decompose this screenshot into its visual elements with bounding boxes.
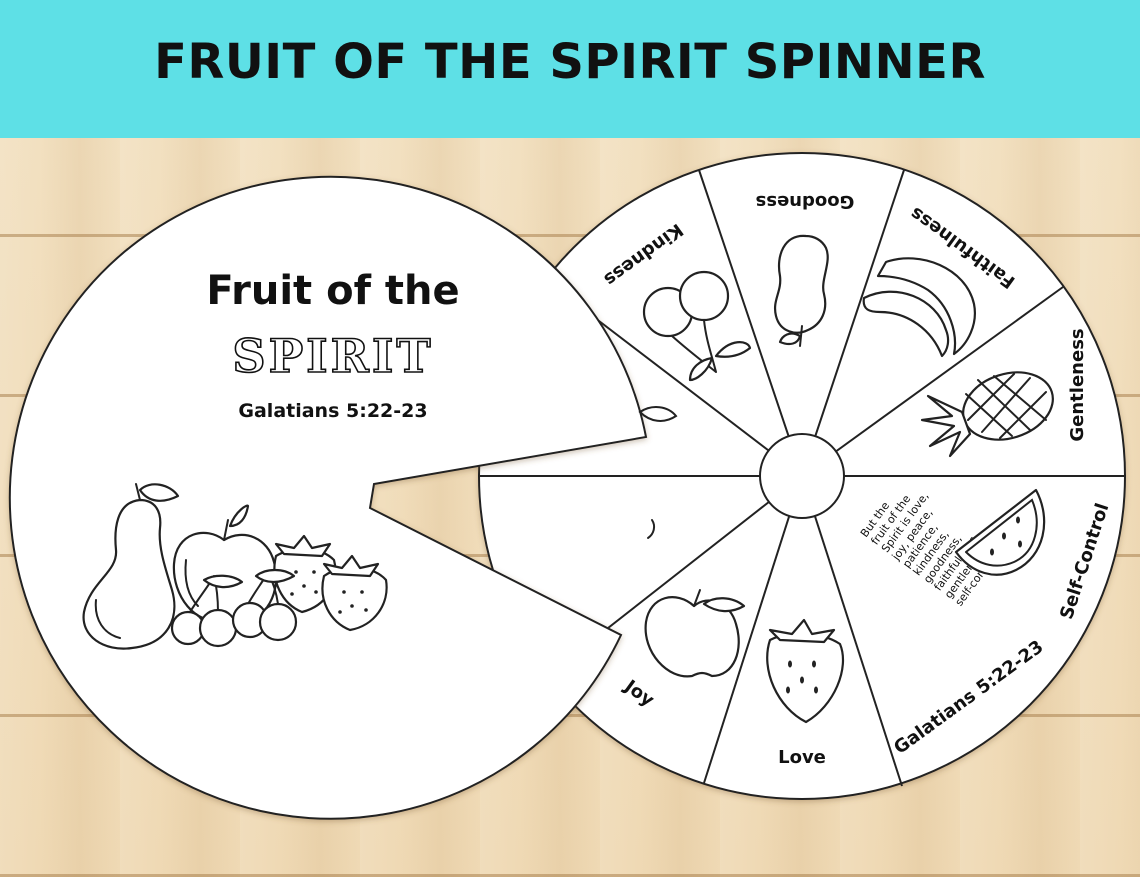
cover-spirit: SPIRIT — [232, 329, 433, 383]
banana-icon — [862, 257, 976, 358]
fruit-group-illustration — [82, 483, 388, 650]
pineapple-icon — [920, 371, 1054, 458]
title-banner: FRUIT OF THE SPIRIT SPINNER — [0, 0, 1140, 138]
apple-icon — [644, 589, 746, 678]
watermelon-icon — [954, 488, 1046, 576]
segment-label-goodness: Goodness — [756, 191, 855, 212]
cover-reference: Galatians 5:22-23 — [238, 400, 427, 422]
cherries-icon — [170, 568, 298, 648]
banner-title: FRUIT OF THE SPIRIT SPINNER — [154, 34, 986, 90]
strawberry-icon — [321, 554, 388, 632]
spinner-wheel[interactable]: Goodness Faithfulness Gentleness Self-Co… — [478, 152, 1126, 800]
segment-label-gentleness: Gentleness — [1067, 328, 1088, 441]
pear-icon — [774, 234, 829, 347]
strawberry-icon — [273, 534, 337, 614]
segment-label-love: Love — [778, 747, 826, 768]
cover-title: Fruit of the — [206, 268, 459, 314]
wheel-hub — [759, 433, 845, 519]
cherries-icon — [642, 270, 752, 382]
cover-disc[interactable] — [8, 175, 678, 820]
pear-icon — [82, 483, 180, 650]
strawberry-icon — [766, 618, 845, 724]
